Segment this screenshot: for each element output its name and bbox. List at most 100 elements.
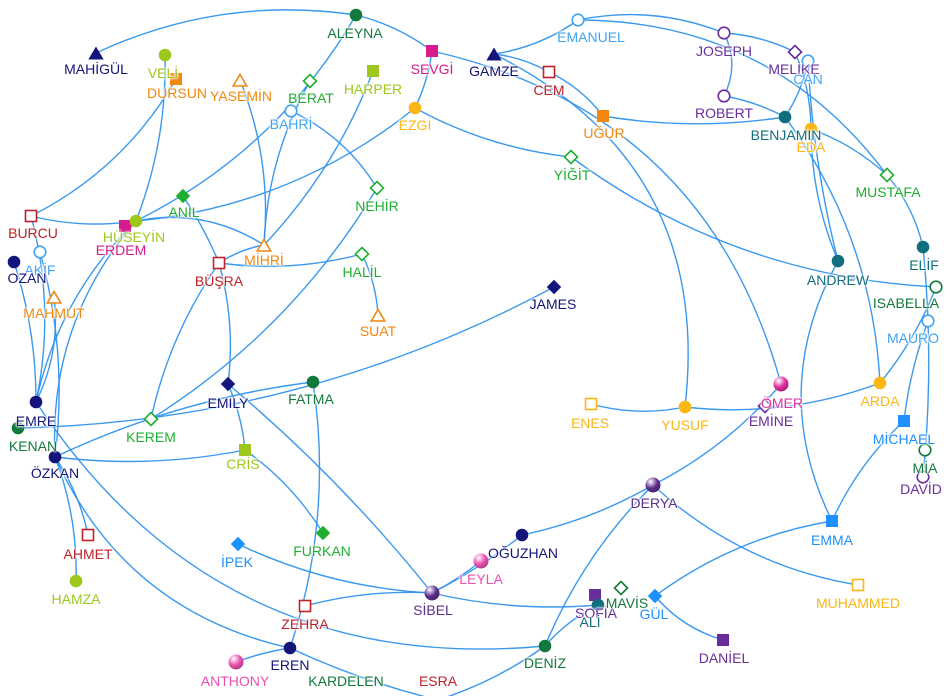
graph-node-circle-marker[interactable] xyxy=(348,7,364,23)
graph-node-triangle-marker[interactable] xyxy=(369,307,387,323)
graph-node-sphere-marker[interactable] xyxy=(473,553,489,569)
node-label: JAMES xyxy=(529,296,577,312)
graph-node-sphere-marker[interactable] xyxy=(424,585,440,601)
graph-node-circle-marker[interactable] xyxy=(777,109,793,125)
graph-node-square-marker[interactable] xyxy=(595,108,611,124)
graph-node-square-marker[interactable] xyxy=(117,218,133,234)
graph-node-square-marker[interactable] xyxy=(365,63,381,79)
graph-node-circle-marker[interactable] xyxy=(6,254,22,270)
graph-node-triangle-marker[interactable] xyxy=(231,72,249,88)
graph-node-square-marker[interactable] xyxy=(211,255,227,271)
graph-node-triangle-marker[interactable] xyxy=(486,46,502,62)
graph-node-diamond-marker[interactable] xyxy=(563,149,579,165)
node-label: SİBEL xyxy=(413,602,453,618)
graph-node-diamond-marker[interactable] xyxy=(315,525,331,541)
graph-edge xyxy=(903,320,929,422)
graph-node-circle-marker[interactable] xyxy=(803,121,819,137)
graph-node-circle-marker[interactable] xyxy=(716,88,732,104)
graph-node-diamond-marker[interactable] xyxy=(143,411,159,427)
graph-node-square-marker[interactable] xyxy=(168,71,184,87)
graph-node-square-marker[interactable] xyxy=(80,527,96,543)
graph-node-circle-marker[interactable] xyxy=(830,253,846,269)
graph-edge xyxy=(304,591,433,607)
graph-edge xyxy=(13,261,37,403)
graph-node-square-marker[interactable] xyxy=(583,396,599,412)
graph-node-circle-marker[interactable] xyxy=(920,313,936,329)
graph-node-square-marker[interactable] xyxy=(715,632,731,648)
graph-edge xyxy=(652,484,859,586)
node-label: BAHRİ xyxy=(269,116,313,132)
graph-node-square-marker[interactable] xyxy=(424,43,440,59)
graph-node-triangle-marker[interactable] xyxy=(45,289,63,305)
graph-node-triangle-marker[interactable] xyxy=(255,237,273,253)
graph-node-diamond-marker[interactable] xyxy=(369,180,385,196)
graph-node-diamond-marker[interactable] xyxy=(647,588,663,604)
graph-node-sphere-marker[interactable] xyxy=(645,477,661,493)
graph-node-circle-marker[interactable] xyxy=(537,638,553,654)
graph-node-square-marker[interactable] xyxy=(541,64,557,80)
graph-edge xyxy=(30,78,177,217)
graph-node-circle-marker[interactable] xyxy=(872,375,888,391)
graph-node-square-marker[interactable] xyxy=(23,208,39,224)
graph-node-circle-marker[interactable] xyxy=(407,100,423,116)
graph-node-circle-marker[interactable] xyxy=(677,399,693,415)
graph-edge xyxy=(784,116,881,384)
graph-edge xyxy=(289,381,321,649)
graph-edge xyxy=(493,53,689,408)
graph-node-circle-marker[interactable] xyxy=(928,279,944,295)
node-label: BENJAMIN xyxy=(750,127,822,143)
node-label: AKİF xyxy=(24,262,56,278)
graph-node-diamond-marker[interactable] xyxy=(787,44,803,60)
graph-node-circle-marker[interactable] xyxy=(570,12,586,28)
graph-edge xyxy=(53,220,137,458)
graph-node-diamond-marker[interactable] xyxy=(220,376,236,392)
graph-node-circle-marker[interactable] xyxy=(514,527,530,543)
graph-node-sphere-marker[interactable] xyxy=(228,654,244,670)
graph-node-diamond-marker[interactable] xyxy=(230,536,246,552)
graph-node-circle-marker[interactable] xyxy=(590,597,606,613)
graph-edge xyxy=(135,107,416,222)
graph-node-square-marker[interactable] xyxy=(297,598,313,614)
graph-node-square-marker[interactable] xyxy=(896,413,912,429)
node-label: EMRE xyxy=(15,413,57,429)
graph-node-circle-marker[interactable] xyxy=(32,244,48,260)
graph-node-square-marker[interactable] xyxy=(824,513,840,529)
graph-node-diamond-marker[interactable] xyxy=(546,279,562,295)
graph-node-circle-marker[interactable] xyxy=(157,47,173,63)
graph-node-circle-marker[interactable] xyxy=(915,469,931,485)
graph-node-circle-marker[interactable] xyxy=(68,573,84,589)
graph-edge xyxy=(810,128,839,262)
graph-node-diamond-marker[interactable] xyxy=(613,580,629,596)
graph-node-circle-marker[interactable] xyxy=(28,394,44,410)
graph-node-diamond-marker[interactable] xyxy=(175,188,191,204)
graph-edge xyxy=(810,128,888,176)
graph-node-circle-marker[interactable] xyxy=(917,442,933,458)
graph-node-diamond-marker[interactable] xyxy=(354,246,370,262)
graph-node-square-marker[interactable] xyxy=(850,577,866,593)
graph-node-diamond-marker[interactable] xyxy=(302,73,318,89)
node-label: KENAN xyxy=(8,438,58,454)
node-label: MAVİS xyxy=(605,595,649,611)
graph-node-circle-marker[interactable] xyxy=(47,449,63,465)
node-label: BURCU xyxy=(8,225,58,241)
graph-node-triangle-marker[interactable] xyxy=(88,45,104,61)
node-label: MAURO xyxy=(886,330,940,346)
graph-node-circle-marker[interactable] xyxy=(915,239,931,255)
graph-edge xyxy=(35,220,137,403)
graph-node-circle-marker[interactable] xyxy=(10,420,26,436)
graph-node-diamond-marker[interactable] xyxy=(757,398,773,414)
graph-node-circle-marker[interactable] xyxy=(305,374,321,390)
graph-edge xyxy=(800,260,839,522)
graph-edge xyxy=(95,9,357,54)
graph-node-circle-marker[interactable] xyxy=(283,103,299,119)
graph-node-circle-marker[interactable] xyxy=(800,53,816,69)
graph-node-circle-marker[interactable] xyxy=(716,25,732,41)
graph-node-square-marker[interactable] xyxy=(237,442,253,458)
graph-node-circle-marker[interactable] xyxy=(128,213,144,229)
graph-node-sphere-marker[interactable] xyxy=(773,376,789,392)
graph-edge xyxy=(135,54,166,222)
graph-node-diamond-marker[interactable] xyxy=(879,167,895,183)
graph-node-circle-marker[interactable] xyxy=(282,640,298,656)
graph-edge xyxy=(54,456,89,536)
